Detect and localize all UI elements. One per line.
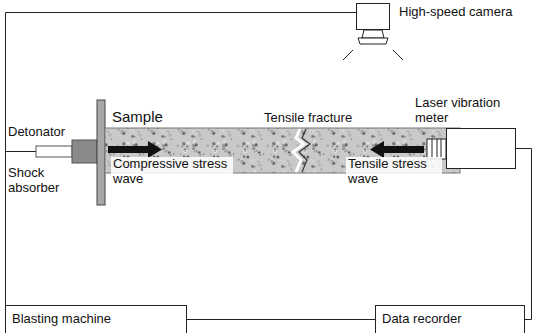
part-label: Sample — [112, 108, 163, 125]
part-label: Compressive stress wave — [111, 157, 233, 187]
compressive-arrow — [108, 141, 162, 158]
laser-lens — [437, 139, 438, 159]
plate — [97, 100, 105, 205]
node-label: Data recorder — [376, 306, 524, 327]
blasting-machine-box: Blasting machine — [5, 305, 187, 333]
fracture — [293, 129, 304, 172]
camera-body: High-speed camera — [356, 3, 390, 30]
part-label: Tensile stress wave — [346, 157, 442, 187]
laser-lens — [432, 139, 433, 159]
view-line — [393, 50, 403, 60]
laser-lens — [441, 139, 442, 159]
shock-absorber — [72, 140, 97, 163]
wire — [516, 149, 532, 320]
data-recorder-box: Data recorder — [375, 305, 525, 333]
detonator — [36, 146, 72, 157]
camera-lens — [358, 38, 388, 44]
fracture — [299, 129, 310, 172]
wire — [187, 319, 375, 320]
wire — [6, 13, 357, 306]
laser-lens — [427, 139, 446, 159]
node-label: Laser vibration meter — [415, 96, 515, 126]
view-line — [343, 50, 353, 60]
part-label: Tensile fracture — [264, 111, 352, 126]
part-label: Shock absorber — [8, 166, 70, 196]
tensile-arrow — [370, 141, 424, 158]
camera-lens — [362, 30, 384, 38]
detonator-wire — [6, 151, 37, 152]
node-label: High-speed camera — [399, 5, 512, 20]
node-label: Blasting machine — [6, 306, 186, 327]
laser-meter-box: Laser vibration meter — [446, 128, 516, 169]
part-label: Detonator — [8, 125, 65, 140]
